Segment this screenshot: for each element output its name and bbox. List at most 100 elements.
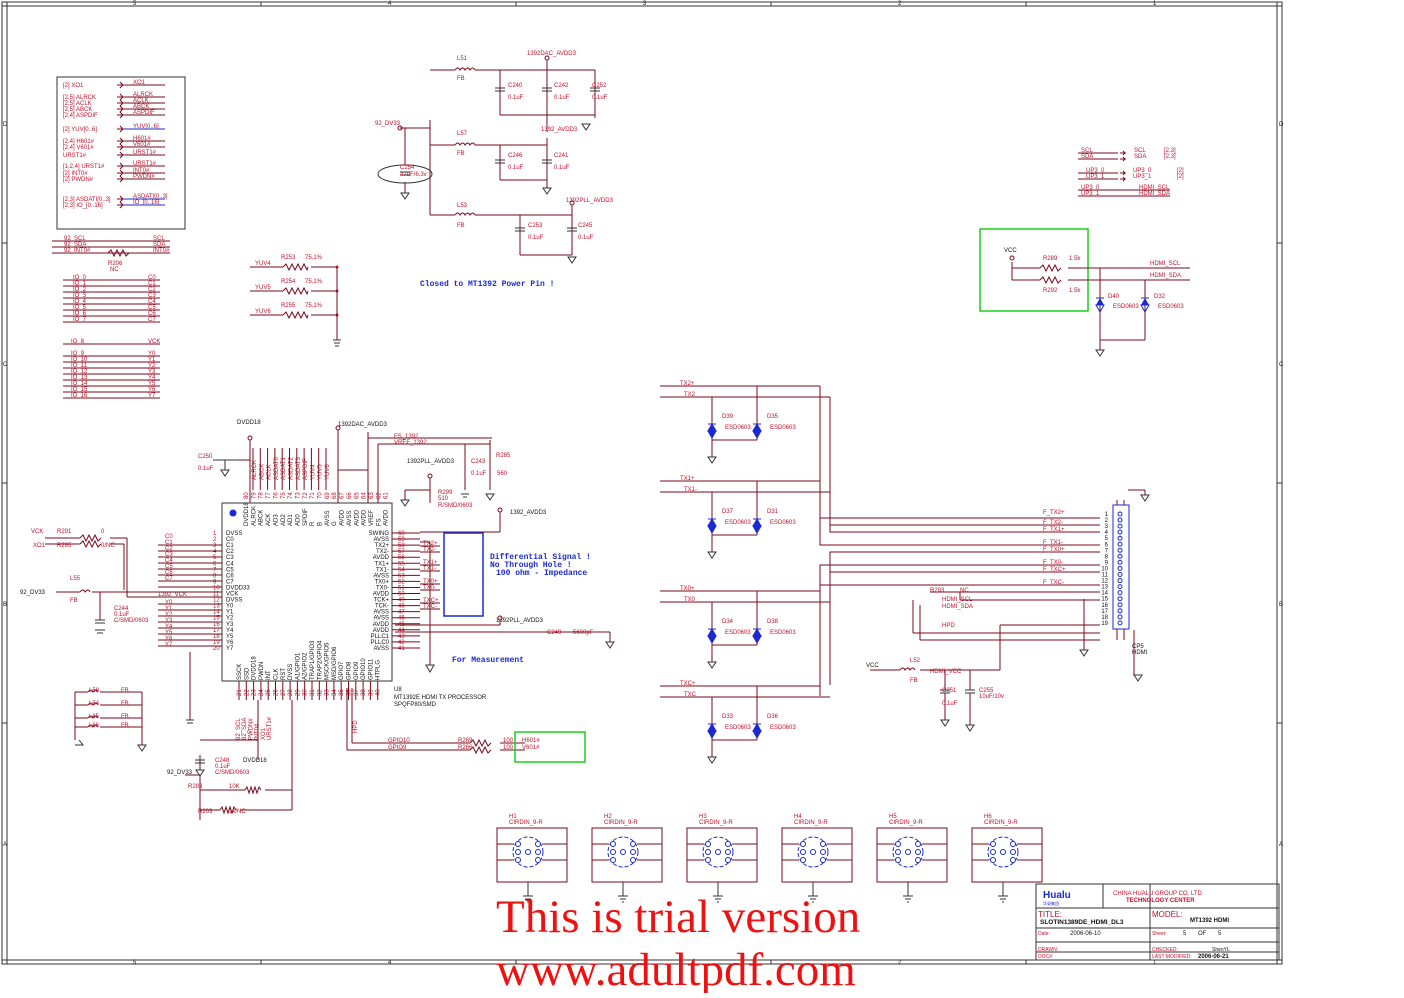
- net: GPIO9: [388, 745, 407, 751]
- pin-name: DVDD33: [226, 585, 250, 591]
- pin-name: SSCK: [237, 664, 243, 680]
- wire: [497, 507, 503, 513]
- pin-number: 17: [213, 628, 220, 634]
- hole-circle: [892, 836, 924, 868]
- net: F_TXC+: [1043, 567, 1066, 573]
- io-net: IO_12: [71, 369, 88, 375]
- sheet-border: [1, 1, 1283, 965]
- hole-pin: [525, 849, 531, 855]
- power-net: 1392PLL_AVDD3: [407, 459, 455, 465]
- pin-number: 57: [398, 549, 405, 555]
- value: 1k/NC: [229, 809, 246, 815]
- watermark-line-1: This is trial version: [496, 891, 860, 943]
- pin-number: 80: [244, 492, 250, 499]
- port-left-label: [2,3] ASDATI[0..3]: [63, 197, 111, 203]
- port-left-label: [2,4] ASPDIF: [63, 113, 98, 119]
- pin-number: 12: [1101, 579, 1108, 585]
- net: F_TX1+: [1043, 527, 1065, 533]
- note: Differential Signal !: [490, 553, 591, 562]
- port-net-label: XO1: [133, 80, 146, 86]
- date-label: Date:: [1038, 931, 1050, 937]
- io-net: IO_8: [71, 339, 85, 345]
- pin-name: Y1: [226, 610, 234, 616]
- pin-number: 43: [398, 634, 405, 640]
- pin-number: 3: [213, 543, 217, 549]
- port-left-label: URST1#: [63, 153, 87, 159]
- io-net: Y2: [148, 363, 156, 369]
- pin-number: 48: [398, 604, 405, 610]
- ref: R292: [1043, 288, 1058, 294]
- net: GPIO10: [388, 738, 410, 744]
- pin-number: 67: [340, 492, 346, 499]
- hole-type: CIRDIN_9-R: [604, 820, 638, 826]
- ref: R285: [496, 453, 511, 459]
- connector-pin: [1117, 572, 1123, 577]
- pin-number: 42: [398, 640, 405, 646]
- model-label: MODEL:: [1152, 910, 1183, 919]
- value: 0.1uF: [198, 466, 214, 472]
- ground: [903, 882, 913, 903]
- pin-number: 11: [1102, 573, 1109, 579]
- power-net: 92_DV33: [20, 590, 46, 596]
- pin-number: 54: [398, 567, 405, 573]
- net: TX2+: [680, 381, 695, 387]
- net: C1: [165, 540, 173, 546]
- connector-pin: [1117, 535, 1123, 541]
- pin-name: C1: [226, 543, 234, 549]
- logo-sub: 华录集团: [1043, 900, 1059, 906]
- net: 92_SCL: [236, 718, 242, 740]
- hole-pin: [1010, 841, 1016, 847]
- net: ALRCK: [252, 460, 258, 480]
- value: 0.1uF: [114, 612, 130, 618]
- ref: R269: [458, 738, 473, 744]
- net: TX2+: [423, 541, 438, 547]
- ground: [707, 456, 717, 464]
- wire: [660, 385, 830, 398]
- pin-number: 15: [1101, 597, 1108, 603]
- hole-type: CIRDIN_9-R: [889, 820, 923, 826]
- ref: D34: [722, 619, 734, 625]
- value: 100: [503, 745, 514, 751]
- value: R/SMD/0603: [438, 503, 473, 509]
- pin-number: 17: [1101, 609, 1108, 615]
- pin-number: 2: [213, 537, 217, 543]
- pin-number: 1: [213, 531, 217, 537]
- pin-name: Y3: [226, 622, 234, 628]
- net: Y6: [165, 636, 173, 642]
- wire: [819, 386, 1100, 696]
- esd-diode: [752, 422, 762, 440]
- pin-number: 1: [1105, 512, 1109, 518]
- ref: C250: [198, 454, 213, 460]
- port-arrow: [117, 175, 125, 183]
- pin-number: 74: [288, 492, 294, 499]
- hole-pin: [915, 857, 921, 863]
- pin-number: 12: [213, 598, 220, 604]
- io-net: IO_10: [71, 357, 88, 363]
- i2c-net-left: 92_INT0#: [64, 248, 91, 254]
- ref: D33: [722, 714, 734, 720]
- pin-number: 35: [339, 689, 345, 696]
- net: XO1: [261, 727, 267, 740]
- port-arrow: [117, 137, 125, 145]
- border-row: B: [1279, 602, 1283, 608]
- ref: C246: [508, 153, 523, 159]
- wire: [711, 686, 758, 757]
- border-row: C: [1279, 362, 1284, 368]
- hole-pin: [610, 849, 616, 855]
- net: TX0: [684, 597, 696, 603]
- connector-pin: [1117, 559, 1123, 565]
- pin-number: 33: [325, 689, 331, 696]
- port-net-label: ACLK: [133, 98, 149, 104]
- port-left-label: [1,2,4] URST1#: [63, 164, 105, 170]
- pin-name: AD1: [288, 514, 294, 526]
- pin-number: 53: [398, 573, 405, 579]
- sheet-value: 5: [1183, 931, 1187, 937]
- io-net: IO_0: [73, 275, 87, 281]
- modified-value: 2006-06-21: [1198, 954, 1229, 960]
- wire: [711, 591, 758, 662]
- ref: D31: [767, 509, 779, 515]
- power-net: 92_DV33: [167, 770, 193, 776]
